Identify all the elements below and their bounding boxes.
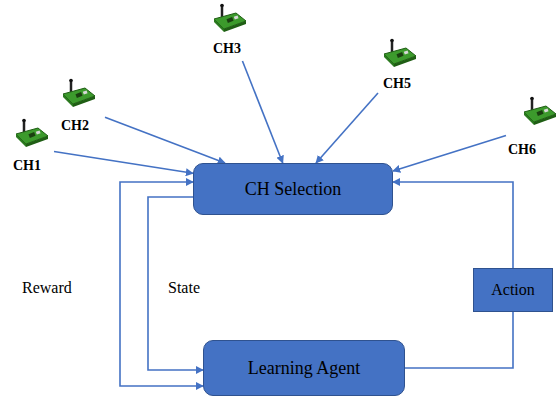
connector-arrow [316,93,378,163]
sensor-label: CH1 [13,158,41,174]
sensor-label: CH3 [213,41,241,57]
sensor-node: CH6 [506,96,556,162]
edge-label: State [166,279,202,297]
connector-arrow [120,182,203,386]
box-label: CH Selection [245,179,342,200]
sensor-icon [61,78,97,108]
process-box: Learning Agent [203,340,405,396]
connector-arrow [242,61,282,163]
sensor-node: CH5 [378,38,424,96]
process-box: Action [473,268,553,312]
sensor-label: CH6 [508,142,536,158]
connector-arrow [148,197,203,370]
connector-arrow [105,117,225,163]
sensor-node: CH1 [10,118,54,178]
sensor-icon [382,38,418,68]
sensor-node: CH3 [208,3,254,61]
box-label: Learning Agent [248,358,360,379]
sensor-label: CH2 [61,118,89,134]
box-label: Action [491,281,535,299]
connector-arrow [405,312,513,368]
connector-arrow [393,136,506,171]
sensor-label: CH5 [383,76,411,92]
sensor-icon [522,96,557,126]
sensor-icon [14,118,50,148]
connector-arrow [393,182,513,268]
edge-label: Reward [20,279,74,297]
sensor-node: CH2 [57,78,105,138]
process-box: CH Selection [193,163,393,215]
sensor-icon [212,3,248,33]
connector-arrow [54,151,193,173]
